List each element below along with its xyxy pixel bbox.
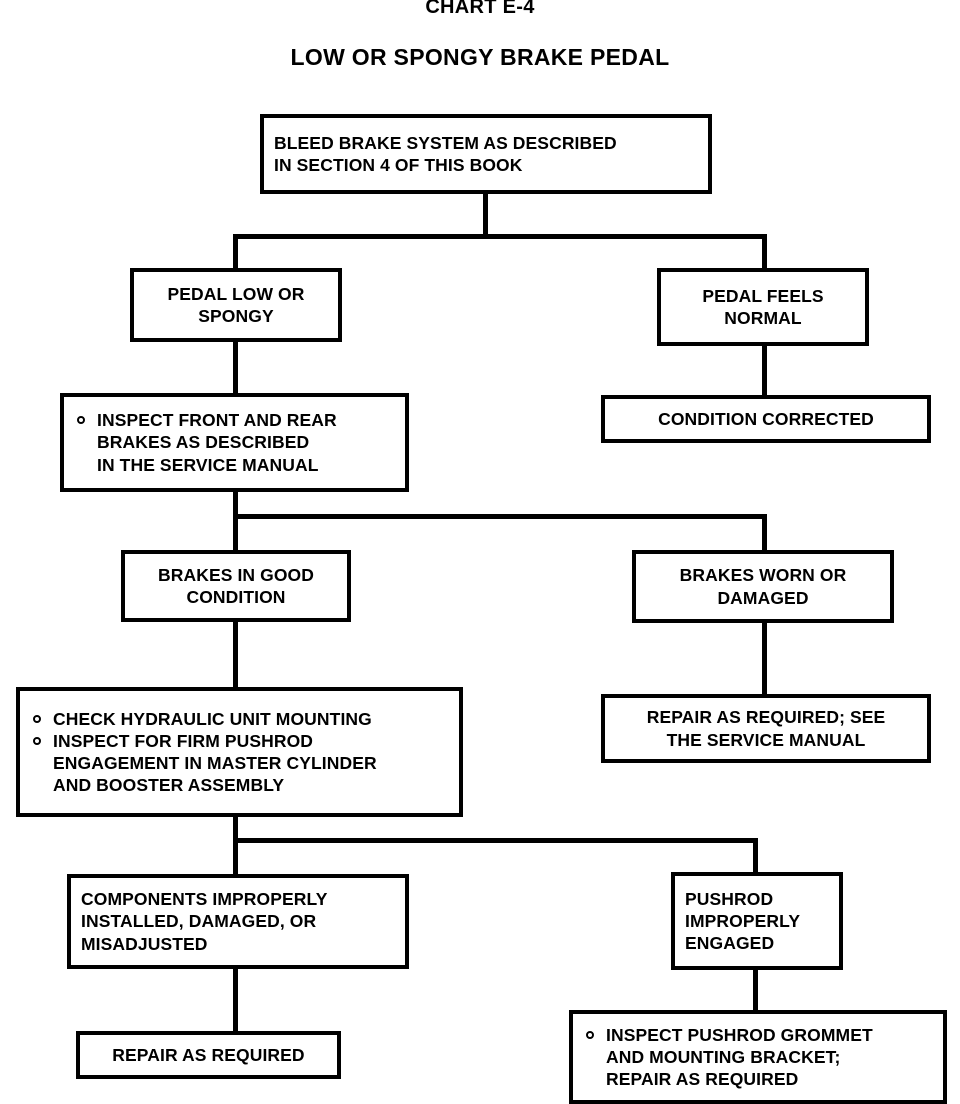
node-brakes-worn-or-damaged[interactable]: BRAKES WORN OR DAMAGED [632,550,894,623]
node-text-line: BRAKES AS DESCRIBED [97,432,310,453]
node-inspect-pushrod-grommet[interactable]: INSPECT PUSHROD GROMMET AND MOUNTING BRA… [569,1010,947,1104]
node-bleed-brake-system[interactable]: BLEED BRAKE SYSTEM AS DESCRIBED IN SECTI… [260,114,712,194]
connector-row2-bar [233,234,767,239]
node-text-line: BLEED BRAKE SYSTEM AS DESCRIBED [274,132,617,153]
bullet-list: CHECK HYDRAULIC UNIT MOUNTING INSPECT FO… [20,708,459,796]
connector-row4-bar [233,838,758,843]
node-pedal-low-or-spongy[interactable]: PEDAL LOW OR SPONGY [130,268,342,342]
connector-pedalnormal-to-corrected [762,346,767,395]
node-condition-corrected[interactable]: CONDITION CORRECTED [601,395,931,443]
connector-row3-bar [233,514,767,519]
node-repair-as-required[interactable]: REPAIR AS REQUIRED [76,1031,341,1079]
node-text-line: CHECK HYDRAULIC UNIT MOUNTING [53,708,372,729]
node-pushrod-improperly-engaged[interactable]: PUSHROD IMPROPERLY ENGAGED [671,872,843,970]
node-text-line: IMPROPERLY [685,910,801,931]
connector-inspect-stem [233,492,238,517]
node-text-line: BRAKES IN GOOD [158,564,314,585]
ring-bullet-icon [586,1030,594,1039]
node-text-line: IN THE SERVICE MANUAL [97,454,319,475]
connector-brakesworn-to-repair [762,622,767,694]
node-text-line: REPAIR AS REQUIRED; SEE [646,707,886,728]
connector-pedal-low-stem [233,234,238,270]
node-text-line: CONDITION [186,587,286,607]
node-text-line: INSPECT FRONT AND REAR [97,410,337,431]
node-text-line: CONDITION CORRECTED [658,408,874,429]
connector-pedallow-to-inspect [233,340,238,395]
ring-bullet-icon [33,714,41,723]
connector-brakesgood-to-check [233,620,238,688]
bullet-list: INSPECT PUSHROD GROMMET AND MOUNTING BRA… [573,1024,943,1090]
connector-pedal-normal-stem [762,234,767,270]
node-text-line: AND BOOSTER ASSEMBLY [53,775,285,796]
list-item: INSPECT PUSHROD GROMMET AND MOUNTING BRA… [585,1024,937,1090]
list-item: CHECK HYDRAULIC UNIT MOUNTING [32,708,453,730]
node-text-line: IN SECTION 4 OF THIS BOOK [274,155,523,175]
chart-subtitle: LOW OR SPONGY BRAKE PEDAL [290,44,670,70]
ring-bullet-icon [33,736,41,745]
chart-id-title: CHART E-4 [425,0,535,18]
node-text-line: PEDAL LOW OR [167,283,305,304]
node-text-line: PEDAL FEELS [702,285,824,306]
node-text-line: ENGAGEMENT IN MASTER CYLINDER [53,753,377,773]
node-text-line: AND MOUNTING BRACKET; [606,1046,841,1067]
node-text-line: NORMAL [724,308,802,328]
ring-bullet-icon [77,416,85,425]
node-text-line: BRAKES WORN OR [679,565,847,586]
node-check-hydraulic-unit[interactable]: CHECK HYDRAULIC UNIT MOUNTING INSPECT FO… [16,687,463,817]
node-text-line: INSPECT FOR FIRM PUSHROD [53,730,314,751]
connector-pushrod-to-grommet [753,970,758,1012]
node-repair-see-service-manual[interactable]: REPAIR AS REQUIRED; SEE THE SERVICE MANU… [601,694,931,763]
node-text-line: THE SERVICE MANUAL [666,729,866,750]
node-pedal-feels-normal[interactable]: PEDAL FEELS NORMAL [657,268,869,346]
connector-brakes-worn-stem [762,514,767,552]
node-text-line: MISADJUSTED [81,933,208,954]
node-text-line: REPAIR AS REQUIRED [606,1069,799,1090]
node-text-line: SPONGY [198,306,274,326]
node-text-line: REPAIR AS REQUIRED [112,1044,305,1065]
connector-components-to-repair [233,968,238,1032]
connector-components-stem [233,838,238,876]
connector-brakes-good-stem [233,514,238,552]
connector-bleed-stem [483,192,488,236]
connector-pushrod-stem [753,838,758,874]
node-text-line: PUSHROD [685,888,774,909]
node-inspect-front-rear-brakes[interactable]: INSPECT FRONT AND REAR BRAKES AS DESCRIB… [60,393,409,492]
node-text-line: COMPONENTS IMPROPERLY [81,889,328,910]
node-text-line: ENGAGED [685,933,775,954]
node-brakes-in-good-condition[interactable]: BRAKES IN GOOD CONDITION [121,550,351,622]
list-item: INSPECT FOR FIRM PUSHROD ENGAGEMENT IN M… [32,730,453,796]
bullet-list: INSPECT FRONT AND REAR BRAKES AS DESCRIB… [64,409,405,475]
node-components-improperly-installed[interactable]: COMPONENTS IMPROPERLY INSTALLED, DAMAGED… [67,874,409,969]
node-text-line: DAMAGED [717,587,809,608]
connector-check-stem [233,816,238,841]
node-text-line: INSPECT PUSHROD GROMMET [606,1024,873,1045]
node-text-line: INSTALLED, DAMAGED, OR [81,911,317,932]
list-item: INSPECT FRONT AND REAR BRAKES AS DESCRIB… [76,409,399,475]
